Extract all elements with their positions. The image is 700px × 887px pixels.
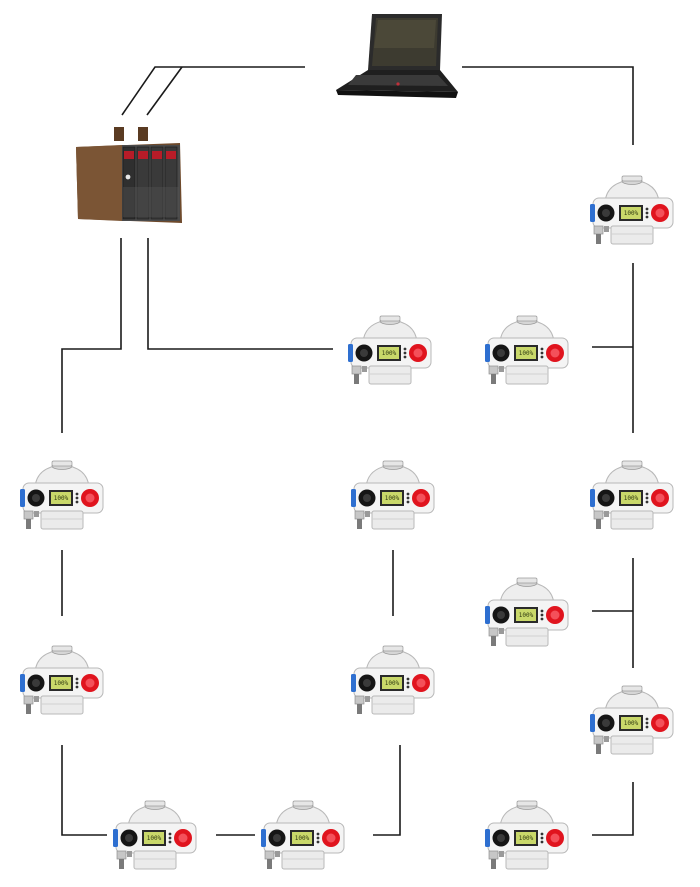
actuator-icon: 100%: [485, 801, 568, 869]
lcd-readout: 100%: [519, 350, 534, 357]
laptop-icon: [336, 14, 458, 98]
lcd-readout: 100%: [54, 680, 69, 687]
plc-controller-icon: [76, 127, 182, 223]
actuator-icon: 100%: [485, 316, 568, 384]
actuator-icon: 100%: [20, 461, 103, 529]
lcd-readout: 100%: [382, 350, 397, 357]
actuator-icon: 100%: [261, 801, 344, 869]
connection-line: [462, 67, 633, 145]
actuator-icon: 100%: [348, 316, 431, 384]
lcd-readout: 100%: [624, 210, 639, 217]
lcd-readout: 100%: [624, 720, 639, 727]
connection-line: [592, 782, 633, 835]
lcd-readout: 100%: [624, 495, 639, 502]
actuator-icon: 100%: [485, 578, 568, 646]
connection-line: [147, 67, 182, 115]
actuator-icon: 100%: [351, 461, 434, 529]
actuator-icon: 100%: [113, 801, 196, 869]
actuator-icon: 100%: [590, 176, 673, 244]
actuator-icon: 100%: [351, 646, 434, 714]
connection-line: [148, 238, 333, 349]
actuator-icon: 100%: [20, 646, 103, 714]
lcd-readout: 100%: [385, 680, 400, 687]
lcd-readout: 100%: [54, 495, 69, 502]
actuator-icon: 100%: [590, 461, 673, 529]
lcd-readout: 100%: [519, 835, 534, 842]
lcd-readout: 100%: [385, 495, 400, 502]
lcd-readout: 100%: [295, 835, 310, 842]
lcd-readout: 100%: [147, 835, 162, 842]
connection-line: [122, 67, 305, 115]
connection-line: [62, 238, 121, 433]
lcd-readout: 100%: [519, 612, 534, 619]
devices-layer: 100% 100% 100% 100% 100% 100% 100% 100% 100% 100%…: [20, 14, 673, 869]
connection-line: [373, 745, 400, 835]
actuator-icon: 100%: [590, 686, 673, 754]
connection-line: [62, 745, 107, 835]
